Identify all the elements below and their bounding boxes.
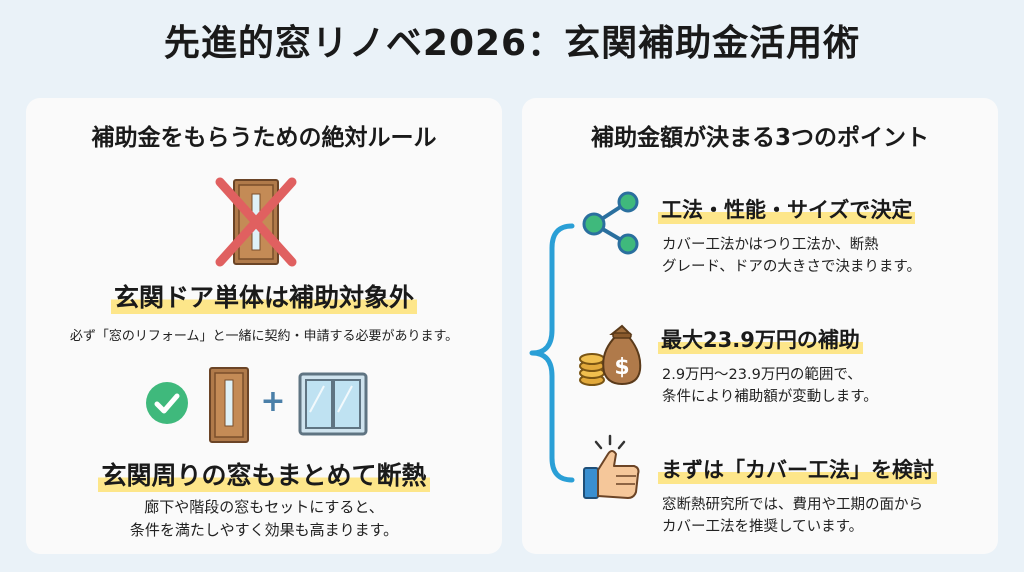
rules-heading: 補助金をもらうための絶対ルール (91, 125, 437, 151)
crossed-door-icon (214, 176, 298, 268)
money-bag-icon: $ (578, 322, 646, 388)
point2-desc: 2.9万円〜23.9万円の範囲で、 条件により補助額が変動します。 (662, 367, 878, 405)
door-icon (208, 366, 250, 444)
svg-text:$: $ (614, 355, 629, 380)
page-title: 先進的窓リノベ2026：玄関補助金活用術 (163, 23, 861, 64)
point3-title: まずは「カバー工法」を検討 (658, 454, 937, 484)
thumbs-up-icon (580, 434, 644, 504)
curly-brace (526, 222, 576, 484)
point1-title: 工法・性能・サイズで決定 (658, 194, 916, 224)
share-nodes-icon (580, 190, 644, 256)
points-panel: 補助金額が決まる3つのポイント 工法・性能・サイズで決定 カバー工法かはつり工法… (522, 98, 998, 554)
points-heading: 補助金額が決まる3つのポイント (590, 125, 929, 151)
point3-desc: 窓断熱研究所では、費用や工期の面から カバー工法を推奨しています。 (662, 497, 923, 535)
point2-title: 最大23.9万円の補助 (658, 324, 863, 354)
rule1-desc: 必ず「窓のリフォーム」と一緒に契約・申請する必要があります。 (69, 329, 459, 344)
rules-panel: 補助金をもらうための絶対ルール 玄関ドア単体は補助対象外 必ず「窓のリフォーム」… (26, 98, 502, 554)
plus-symbol: + (260, 384, 286, 419)
rule2-desc: 廊下や階段の窓もセットにすると、 条件を満たしやすく効果も高まります。 (129, 498, 399, 539)
window-icon (298, 372, 368, 436)
rule1-title: 玄関ドア単体は補助対象外 (26, 278, 502, 314)
check-circle-icon (144, 380, 190, 426)
rule2-title: 玄関周りの窓もまとめて断熱 (26, 456, 502, 492)
point1-desc: カバー工法かはつり工法か、断熱 グレード、ドアの大きさで決まります。 (662, 237, 921, 275)
